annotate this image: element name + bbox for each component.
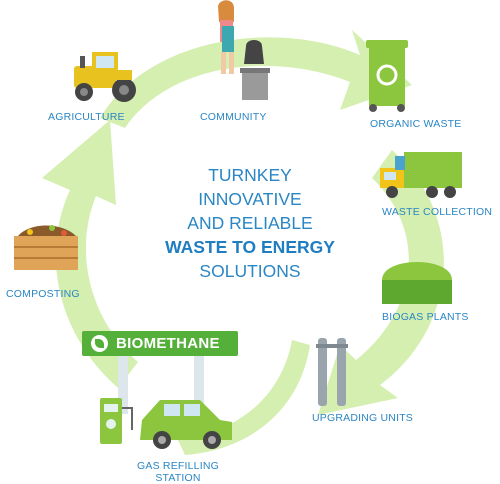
label-biogas-plants: BIOGAS PLANTS [382, 311, 469, 323]
woman-with-trash-bin-icon [218, 0, 270, 100]
label-composting: COMPOSTING [6, 288, 80, 300]
gas-station-car-icon [100, 356, 232, 449]
biomethane-sign: BIOMETHANE [82, 331, 238, 356]
arrow-bottom-right [178, 340, 310, 455]
arrow-top [100, 30, 412, 128]
upgrading-columns-icon [316, 338, 348, 406]
label-organic-waste: ORGANIC WASTE [370, 118, 462, 130]
cycle-arrows [42, 30, 444, 455]
leaf-icon [91, 335, 108, 352]
label-gas-refilling-line1: GAS REFILLING [137, 460, 219, 472]
arrow-left [42, 120, 138, 388]
biomethane-sign-text: BIOMETHANE [116, 335, 220, 352]
center-line-1: TURNKEY [208, 165, 292, 185]
label-upgrading-units: UPGRADING UNITS [312, 412, 414, 424]
center-line-5: SOLUTIONS [199, 261, 301, 281]
center-line-3: AND RELIABLE [187, 213, 313, 233]
center-line-4: WASTE TO ENERGY [165, 237, 335, 257]
recycle-bin-icon [366, 40, 408, 112]
biogas-dome-icon [382, 262, 452, 304]
center-title: TURNKEY INNOVATIVE AND RELIABLE WASTE TO… [150, 163, 350, 283]
center-line-2: INNOVATIVE [198, 189, 302, 209]
tractor-icon [74, 52, 136, 102]
label-agriculture: AGRICULTURE [48, 111, 125, 123]
label-gas-refilling-line2: STATION [155, 472, 201, 484]
arrow-right [318, 150, 444, 415]
garbage-truck-icon [380, 152, 462, 198]
label-waste-collection: WASTE COLLECTION [382, 206, 493, 218]
label-community: COMMUNITY [200, 111, 267, 123]
compost-crate-icon [14, 225, 78, 270]
label-gas-refilling-station: GAS REFILLING STATION [128, 460, 228, 484]
